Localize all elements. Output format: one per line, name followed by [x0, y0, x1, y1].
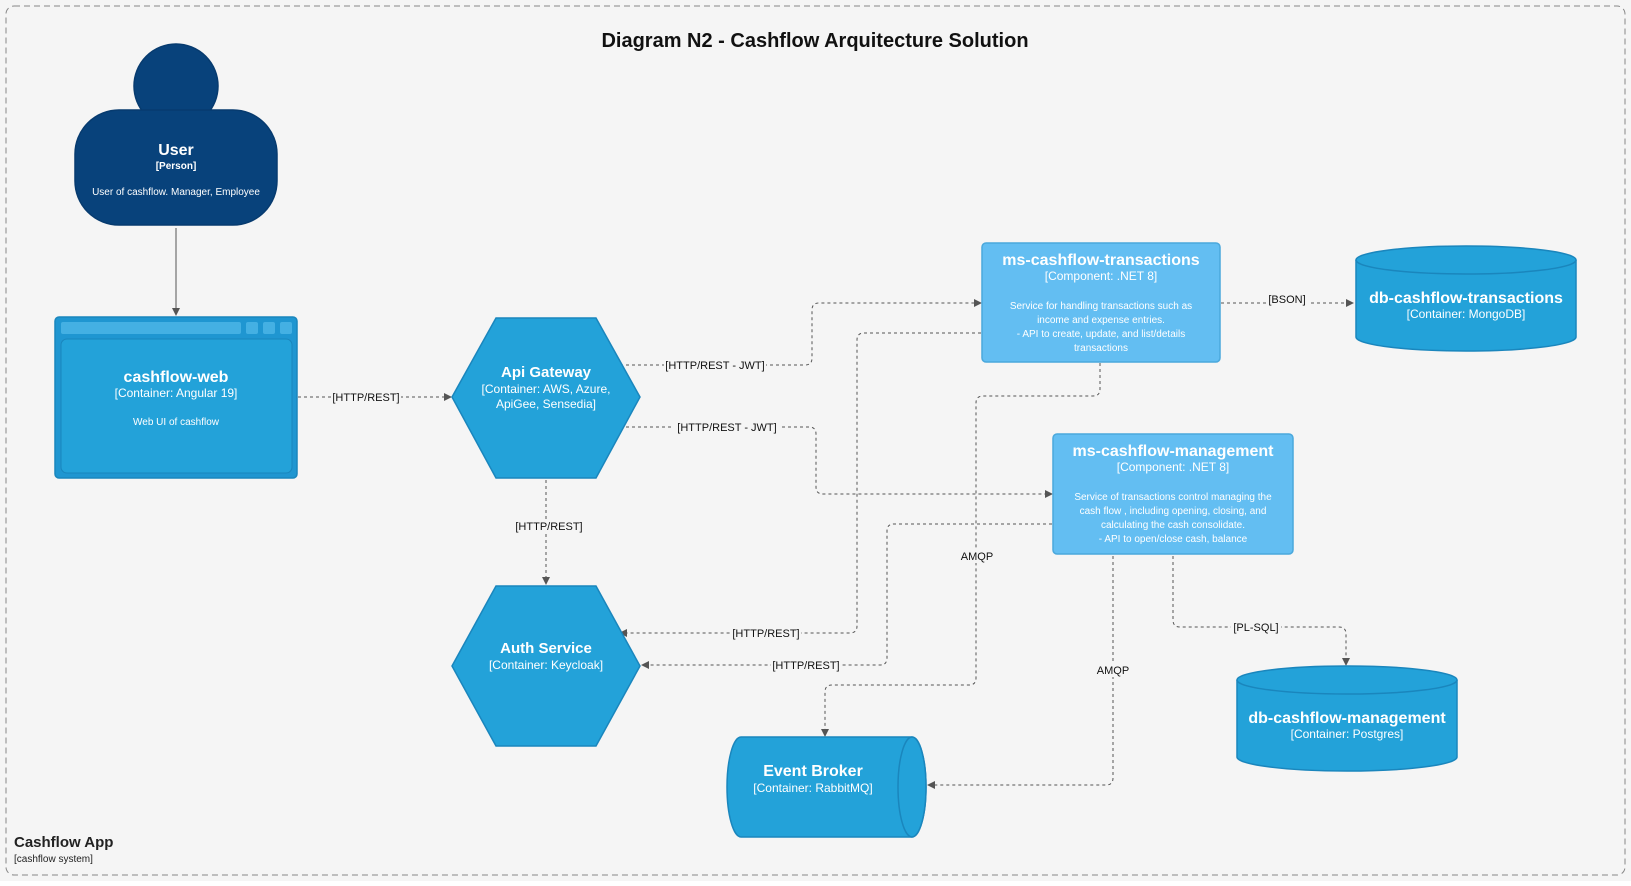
auth-type: [Container: Keycloak] — [489, 658, 603, 672]
node-auth-service[interactable]: Auth Service [Container: Keycloak] — [451, 585, 641, 747]
node-ms-cashflow-management[interactable]: ms-cashflow-management [Component: .NET … — [1052, 433, 1294, 555]
web-description: Web UI of cashflow — [133, 417, 220, 428]
edge-management-broker — [927, 556, 1114, 789]
management-type: [Component: .NET 8] — [1117, 460, 1230, 474]
transactions-type: [Component: .NET 8] — [1045, 269, 1158, 283]
db-transactions-type: [Container: MongoDB] — [1407, 307, 1526, 321]
user-description: User of cashflow. Manager, Employee — [92, 187, 260, 198]
db-transactions-cylinder-top — [1355, 245, 1577, 275]
edge-label-web-gateway: [HTTP/REST] — [332, 392, 399, 404]
edge-label-bg — [1266, 292, 1308, 306]
management-desc-line-1: Service of transactions control managing… — [1074, 492, 1272, 503]
transactions-desc-line-4: transactions — [1074, 343, 1128, 354]
db-management-type: [Container: Postgres] — [1291, 727, 1404, 741]
edge-transactions-auth — [619, 332, 981, 637]
db-management-name: db-cashflow-management — [1248, 710, 1446, 727]
auth-name: Auth Service — [500, 640, 592, 657]
web-name: cashflow-web — [124, 369, 229, 386]
transactions-desc-line-2: income and expense entries. — [1037, 315, 1165, 326]
edge-label-bg — [958, 549, 996, 563]
edge-label-transactions-db: [BSON] — [1268, 294, 1305, 306]
transactions-desc-line-3: - API to create, update, and list/detail… — [1017, 329, 1185, 340]
browser-button-icon — [263, 322, 275, 334]
broker-queue-end — [897, 736, 927, 838]
system-boundary — [5, 5, 1626, 876]
management-desc-line-2: cash flow , including opening, closing, … — [1080, 506, 1267, 517]
db-management-cylinder-top — [1236, 665, 1458, 695]
transactions-box — [981, 242, 1221, 363]
user-type: [Person] — [156, 161, 197, 172]
gateway-type-line-2: ApiGee, Sensedia] — [496, 397, 596, 411]
edge-label-management-auth: [HTTP/REST] — [772, 660, 839, 672]
edge-management-db — [1172, 556, 1350, 666]
edge-label-bg — [664, 358, 766, 372]
management-name: ms-cashflow-management — [1073, 443, 1275, 460]
gateway-name: Api Gateway — [501, 364, 592, 381]
edge-label-transactions-broker: AMQP — [961, 551, 993, 563]
edge-label-gateway-management: [HTTP/REST - JWT] — [677, 422, 776, 434]
edge-label-bg — [674, 420, 780, 434]
edge-label-bg — [1231, 620, 1281, 634]
node-api-gateway[interactable]: Api Gateway [Container: AWS, Azure, ApiG… — [451, 317, 641, 479]
management-desc-line-4: - API to open/close cash, balance — [1099, 534, 1248, 545]
management-box — [1052, 433, 1294, 555]
edge-label-management-db: [PL-SQL] — [1233, 622, 1278, 634]
db-transactions-name: db-cashflow-transactions — [1369, 290, 1563, 307]
browser-content-area — [60, 338, 293, 474]
edges: [HTTP/REST] [HTTP/REST - JWT] [HTTP/REST… — [172, 228, 1354, 789]
edge-label-bg — [731, 626, 801, 640]
edge-label-management-broker: AMQP — [1097, 665, 1129, 677]
node-event-broker[interactable]: Event Broker [Container: RabbitMQ] — [726, 736, 927, 838]
node-ms-cashflow-transactions[interactable]: ms-cashflow-transactions [Component: .NE… — [981, 242, 1221, 363]
gateway-hexagon-icon — [451, 317, 641, 479]
transactions-desc-line-1: Service for handling transactions such a… — [1010, 301, 1192, 312]
diagram-title: Diagram N2 - Cashflow Arquitecture Solut… — [601, 30, 1028, 52]
edge-label-transactions-auth: [HTTP/REST] — [732, 628, 799, 640]
edge-transactions-broker — [821, 363, 1101, 737]
browser-address-bar-icon — [61, 322, 241, 334]
db-management-cylinder-icon — [1236, 680, 1458, 772]
node-cashflow-web[interactable]: cashflow-web [Container: Angular 19] Web… — [54, 316, 298, 479]
gateway-type-line-1: [Container: AWS, Azure, — [482, 382, 611, 396]
browser-button-icon — [246, 322, 258, 334]
node-db-cashflow-transactions[interactable]: db-cashflow-transactions [Container: Mon… — [1355, 245, 1577, 352]
edge-label-gateway-auth: [HTTP/REST] — [515, 521, 582, 533]
edge-label-gateway-transactions: [HTTP/REST - JWT] — [665, 360, 764, 372]
edge-label-bg — [771, 658, 841, 672]
edge-label-bg — [514, 519, 584, 533]
db-transactions-cylinder-icon — [1355, 260, 1577, 352]
broker-name: Event Broker — [763, 763, 863, 780]
node-user[interactable]: User [Person] User of cashflow. Manager,… — [74, 43, 278, 226]
edge-gateway-transactions — [620, 299, 982, 366]
auth-hexagon-icon — [451, 585, 641, 747]
transactions-name: ms-cashflow-transactions — [1002, 252, 1199, 269]
edge-label-bg — [1094, 663, 1132, 677]
management-desc-line-3: calculating the cash consolidate. — [1101, 520, 1245, 531]
person-body-shape — [74, 109, 278, 226]
edge-label-bg — [331, 390, 401, 404]
broker-type: [Container: RabbitMQ] — [753, 781, 872, 795]
browser-button-icon — [280, 322, 292, 334]
boundary-type: [cashflow system] — [14, 854, 93, 865]
user-name: User — [158, 142, 194, 159]
node-db-cashflow-management[interactable]: db-cashflow-management [Container: Postg… — [1236, 665, 1458, 772]
web-type: [Container: Angular 19] — [115, 386, 238, 400]
boundary-name: Cashflow App — [14, 834, 113, 851]
